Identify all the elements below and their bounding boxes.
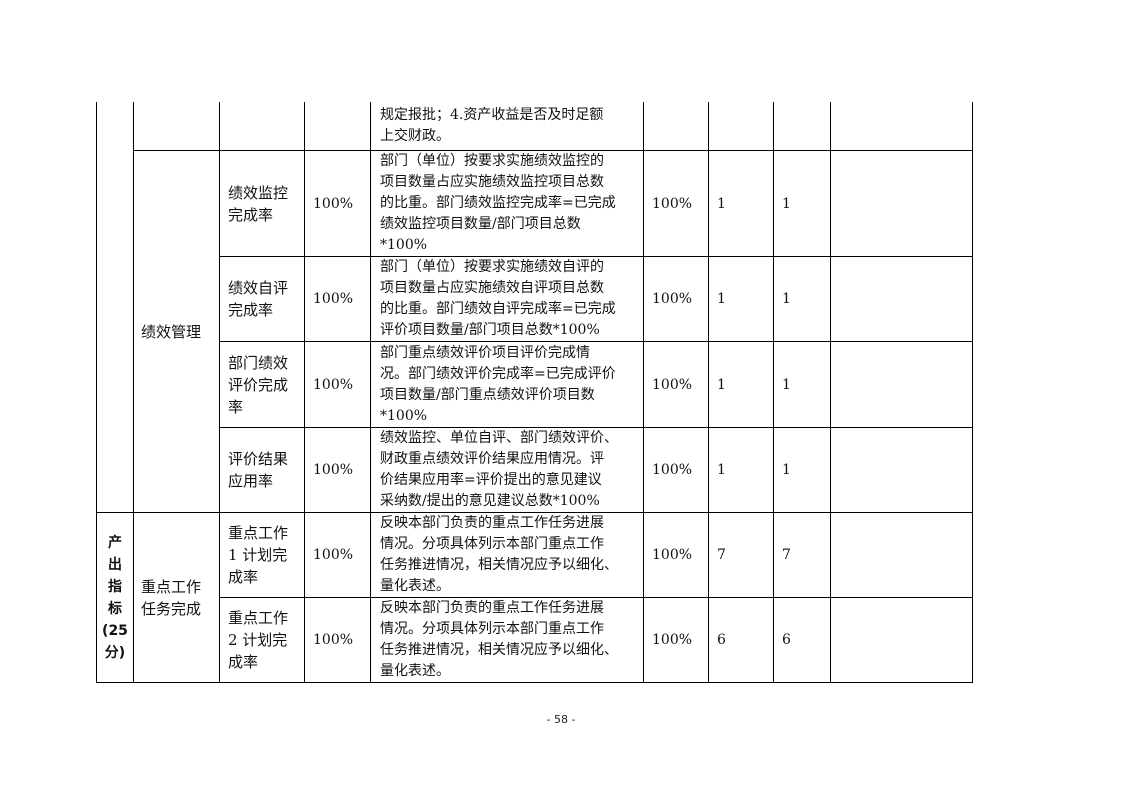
indicator-name: 部门绩效 评价完成 率 [228, 353, 289, 416]
column-divider [304, 102, 305, 683]
indicator-table: 产 出 指 标 (25 分) 绩效管理 重点工作 任务完成 规定报批；4.资产收… [96, 102, 973, 683]
indicator-score: 1 [717, 291, 726, 307]
row-description: 规定报批；4.资产收益是否及时足额 上交财政。 [380, 107, 604, 144]
row-divider [133, 150, 973, 151]
indicator-name: 绩效监控 完成率 [228, 183, 289, 224]
category-output-indicator: 产 出 指 标 (25 分) [102, 534, 128, 661]
column-divider [830, 102, 831, 683]
row-divider [96, 512, 973, 513]
indicator-actual: 1 [782, 376, 791, 393]
indicator-score: 6 [717, 632, 726, 648]
row-description: 部门（单位）按要求实施绩效自评的 项目数量占应实施绩效自评项目总数 的比重。部门… [380, 259, 616, 338]
indicator-weight: 100% [313, 291, 354, 307]
indicator-name: 绩效自评 完成率 [228, 279, 289, 319]
indicator-name: 评价结果 应用率 [228, 450, 289, 490]
column-divider [773, 102, 774, 683]
table-border-bottom [96, 682, 973, 683]
column-divider [643, 102, 644, 683]
indicator-target: 100% [652, 376, 693, 393]
indicator-weight: 100% [313, 462, 354, 478]
indicator-target: 100% [652, 462, 693, 478]
indicator-target: 100% [652, 195, 693, 212]
indicator-score: 7 [717, 547, 726, 563]
indicator-name: 重点工作 1 计划完 成率 [228, 524, 289, 586]
indicator-weight: 100% [313, 376, 354, 393]
column-divider [219, 102, 220, 683]
indicator-actual: 6 [782, 632, 791, 648]
indicator-target: 100% [652, 632, 693, 648]
row-divider [219, 597, 973, 598]
table-border-left [96, 102, 97, 683]
row-description: 部门（单位）按要求实施绩效监控的 项目数量占应实施绩效监控项目总数 的比重。部门… [380, 153, 616, 253]
indicator-weight: 100% [313, 632, 354, 648]
indicator-target: 100% [652, 547, 693, 563]
row-divider [219, 256, 973, 257]
subcategory-performance-management: 绩效管理 [141, 322, 202, 341]
column-divider [133, 102, 134, 683]
column-divider [708, 102, 709, 683]
indicator-actual: 7 [782, 547, 791, 563]
indicator-score: 1 [717, 376, 726, 393]
indicator-actual: 1 [782, 291, 791, 307]
column-divider [370, 102, 371, 683]
indicator-actual: 1 [782, 462, 791, 478]
indicator-score: 1 [717, 195, 726, 212]
row-divider [219, 427, 973, 428]
subcategory-key-tasks: 重点工作 任务完成 [141, 577, 202, 618]
indicator-name: 重点工作 2 计划完 成率 [228, 609, 289, 671]
row-description: 绩效监控、单位自评、部门绩效评价、 财政重点绩效评价结果应用情况。评 价结果应用… [380, 430, 618, 509]
indicator-actual: 1 [782, 195, 791, 212]
row-description: 部门重点绩效评价项目评价完成情 况。部门绩效评价完成率=已完成评价 项目数量/部… [380, 344, 616, 424]
indicator-target: 100% [652, 291, 693, 307]
indicator-weight: 100% [313, 195, 354, 212]
row-description: 反映本部门负责的重点工作任务进展 情况。分项具体列示本部门重点工作 任务推进情况… [380, 515, 618, 594]
indicator-weight: 100% [313, 547, 354, 563]
table-border-right [972, 102, 973, 683]
row-divider [219, 341, 973, 342]
indicator-score: 1 [717, 462, 726, 478]
row-description: 反映本部门负责的重点工作任务进展 情况。分项具体列示本部门重点工作 任务推进情况… [380, 600, 618, 679]
page-number: - 58 - [546, 713, 576, 726]
